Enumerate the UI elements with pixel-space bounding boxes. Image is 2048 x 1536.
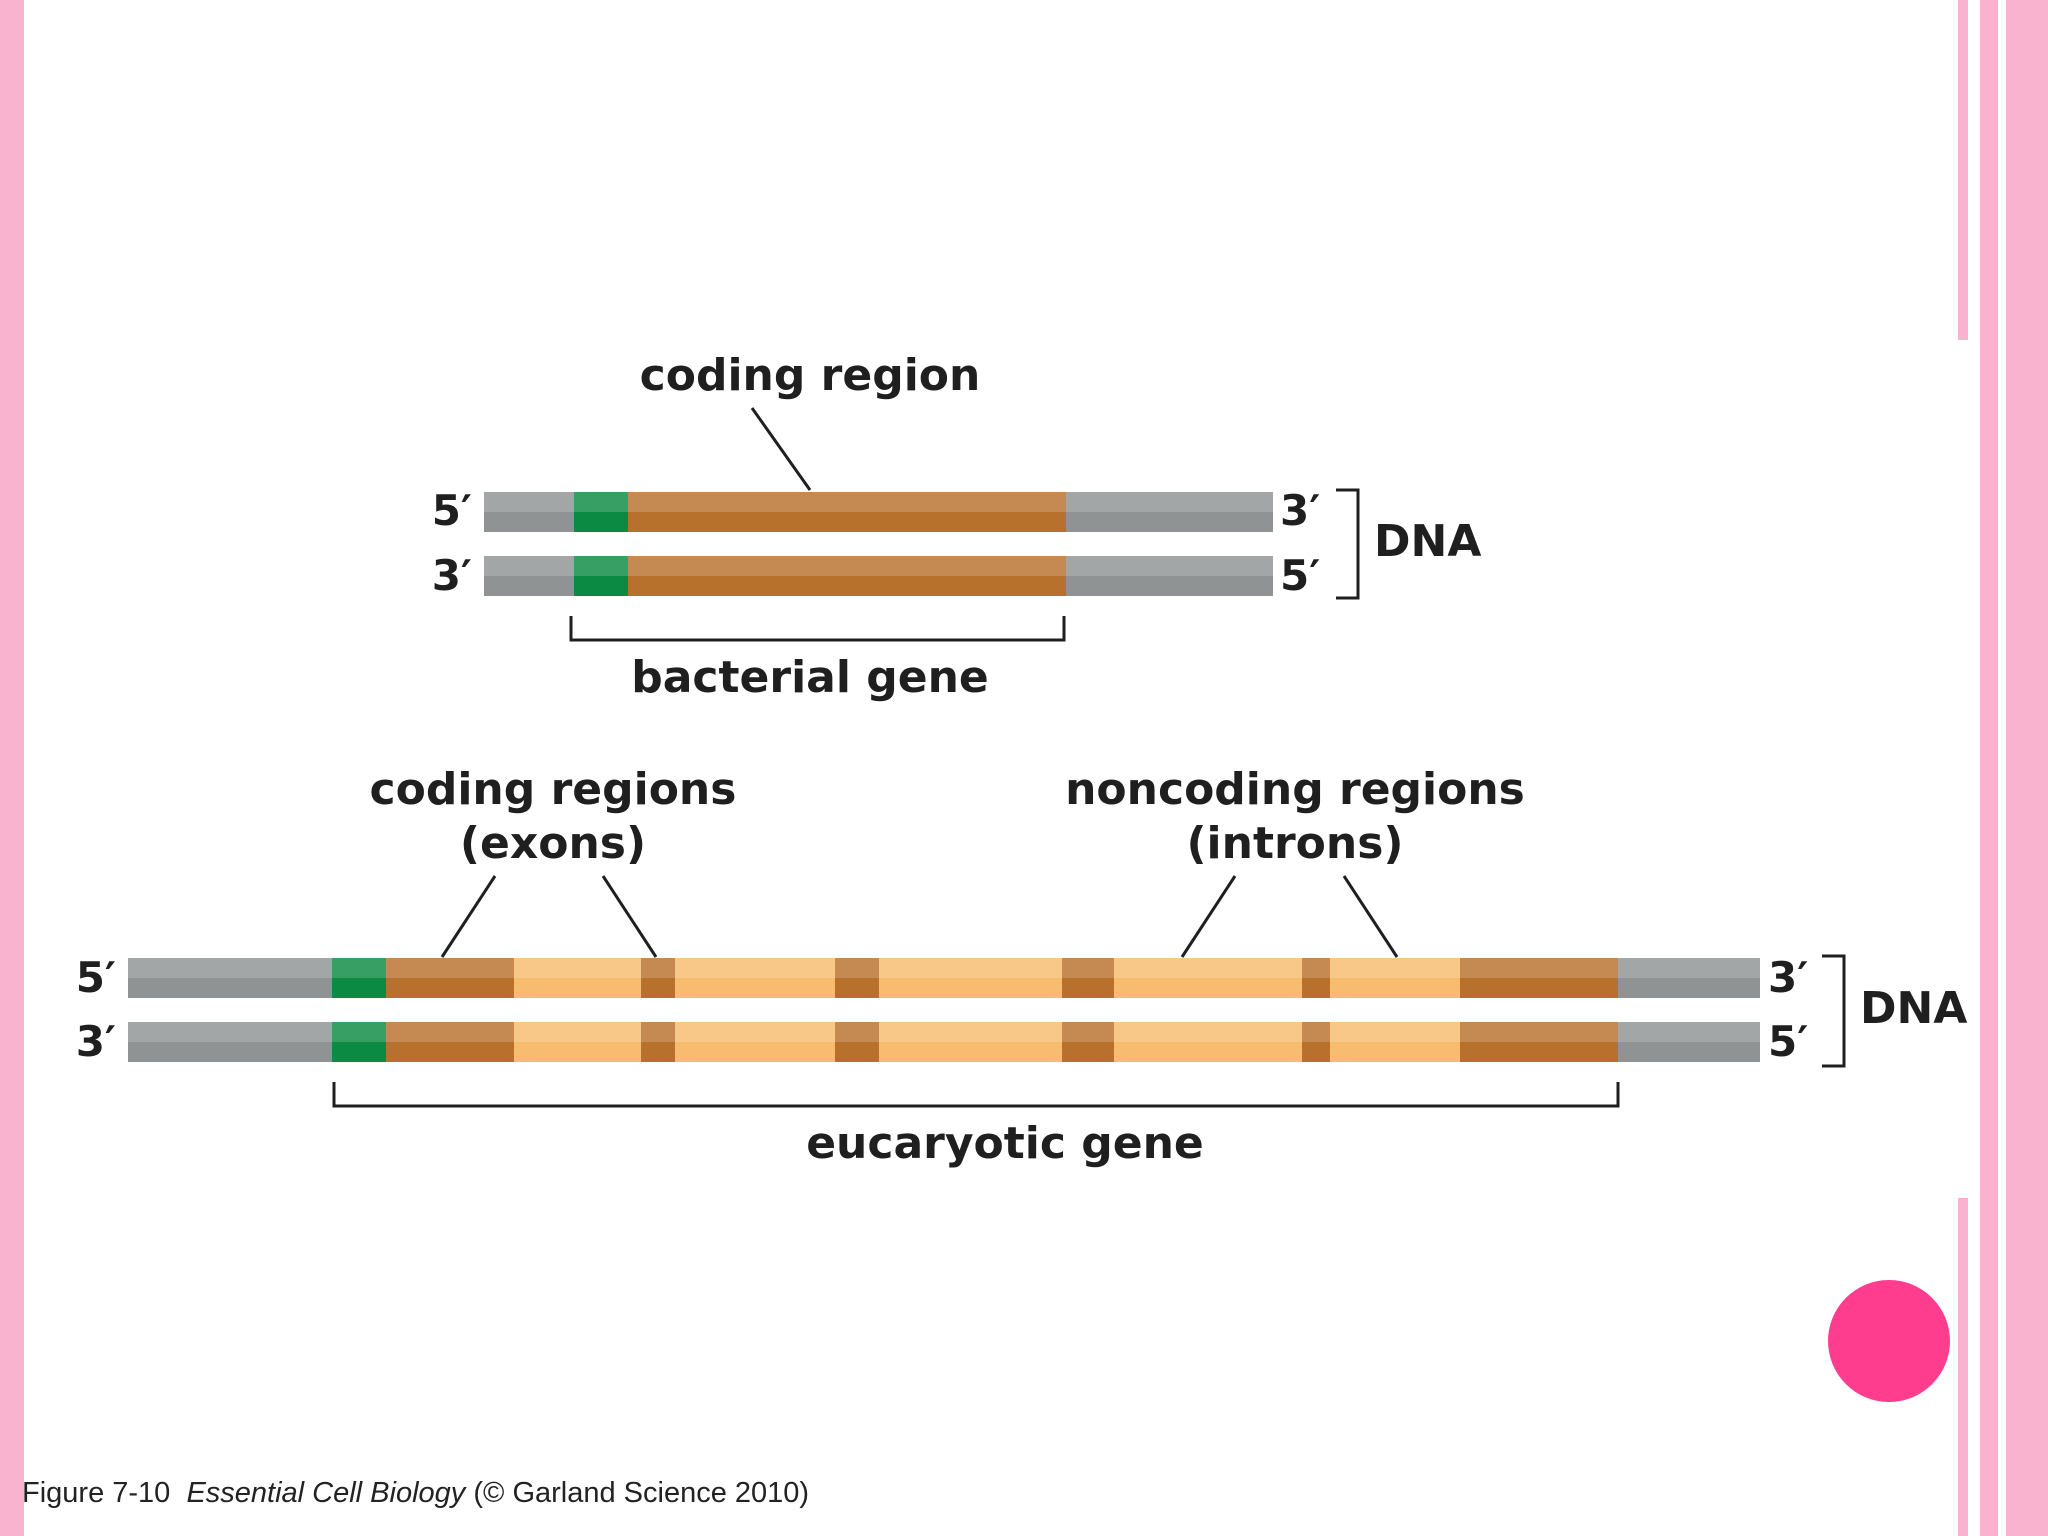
caption-figure-number: Figure 7-10: [22, 1477, 171, 1509]
eukaryotic-gene-diagram: coding regions (exons) noncoding regions…: [76, 764, 1968, 1169]
flank-segment: [1618, 1022, 1760, 1062]
coding-segment: [628, 492, 1066, 532]
bacterial-gene-bracket: [569, 616, 1066, 642]
strand-highlight: [484, 492, 1273, 512]
exon-segment: [386, 958, 514, 998]
intron-segment: [514, 1022, 641, 1062]
flank-segment: [1066, 556, 1273, 596]
bacterial-dna-bracket: [1336, 488, 1360, 600]
strand-highlight: [128, 958, 1760, 978]
right-border-inner: [1958, 0, 1968, 340]
flank-segment: [1066, 492, 1273, 532]
flank-segment: [128, 1022, 332, 1062]
bacterial-dna-label: DNA: [1374, 516, 1481, 567]
bacterial-bottom-right-end: 5′: [1280, 551, 1320, 600]
eukaryotic-top-right-end: 3′: [1768, 953, 1808, 1002]
exons-label-line-1: coding regions: [370, 764, 737, 815]
exon-segment: [1062, 958, 1114, 998]
promoter-segment: [332, 1022, 386, 1062]
flank-segment: [1618, 958, 1760, 998]
figure-caption: Figure 7-10 Essential Cell Biology (© Ga…: [22, 1477, 809, 1510]
bacterial-gene-diagram: coding region 5′ 3′ 3′ 5′ DNA bacterial …: [432, 350, 1482, 703]
exon-segment: [1302, 1022, 1330, 1062]
left-border: [0, 0, 24, 1536]
intron-segment: [879, 1022, 1062, 1062]
promoter-segment: [574, 556, 628, 596]
exon-pointer-1: [440, 875, 497, 958]
bacterial-coding-region-label: coding region: [640, 350, 981, 401]
exon-pointer-2: [601, 875, 658, 958]
bacterial-gene-label: bacterial gene: [631, 652, 989, 703]
exon-segment: [1062, 1022, 1114, 1062]
flank-segment: [128, 958, 332, 998]
eukaryotic-dna-label: DNA: [1860, 983, 1967, 1034]
intron-segment: [879, 958, 1062, 998]
strand-highlight: [484, 556, 1273, 576]
intron-segment: [1114, 1022, 1302, 1062]
flank-segment: [484, 492, 574, 532]
right-border-gap: [1998, 0, 2006, 1536]
bacterial-bottom-left-end: 3′: [432, 551, 472, 600]
flank-segment: [484, 556, 574, 596]
bacterial-top-left-end: 5′: [432, 486, 472, 535]
intron-segment: [1114, 958, 1302, 998]
exon-segment: [835, 958, 879, 998]
intron-segment: [675, 958, 835, 998]
bacterial-top-right-end: 3′: [1280, 486, 1320, 535]
eukaryotic-gene-label: eucaryotic gene: [806, 1118, 1204, 1169]
caption-book-title: Essential Cell Biology: [186, 1477, 466, 1509]
introns-label-line-2: (introns): [1186, 818, 1403, 869]
right-border-outer: [1980, 0, 2048, 1536]
strand-highlight: [128, 1022, 1760, 1042]
eukaryotic-dna-bracket: [1822, 954, 1846, 1068]
intron-segment: [514, 958, 641, 998]
eukaryotic-top-strand: [128, 958, 1760, 998]
right-border-inner-lower: [1958, 1198, 1968, 1536]
caption-copyright: (© Garland Science 2010): [473, 1477, 810, 1509]
exons-label-line-2: (exons): [460, 818, 646, 869]
eukaryotic-top-left-end: 5′: [76, 953, 116, 1002]
intron-segment: [675, 1022, 835, 1062]
exon-segment: [641, 958, 675, 998]
eukaryotic-bottom-strand: [128, 1022, 1760, 1062]
eukaryotic-gene-bracket: [332, 1082, 1620, 1108]
intron-segment: [1330, 1022, 1460, 1062]
bacterial-top-strand: [484, 492, 1273, 532]
exon-segment: [1460, 958, 1618, 998]
exon-segment: [386, 1022, 514, 1062]
introns-label-line-1: noncoding regions: [1065, 764, 1525, 815]
exon-segment: [641, 1022, 675, 1062]
eukaryotic-bottom-right-end: 5′: [1768, 1017, 1808, 1066]
intron-pointer-2: [1342, 875, 1399, 958]
exon-segment: [835, 1022, 879, 1062]
intron-segment: [1330, 958, 1460, 998]
bacterial-bottom-strand: [484, 556, 1273, 596]
intron-pointer-1: [1180, 875, 1237, 958]
exon-segment: [1302, 958, 1330, 998]
decorative-dot: [1828, 1280, 1950, 1402]
eukaryotic-bottom-left-end: 3′: [76, 1017, 116, 1066]
promoter-segment: [574, 492, 628, 532]
coding-segment: [628, 556, 1066, 596]
promoter-segment: [332, 958, 386, 998]
exon-segment: [1460, 1022, 1618, 1062]
bacterial-coding-pointer: [750, 407, 812, 491]
